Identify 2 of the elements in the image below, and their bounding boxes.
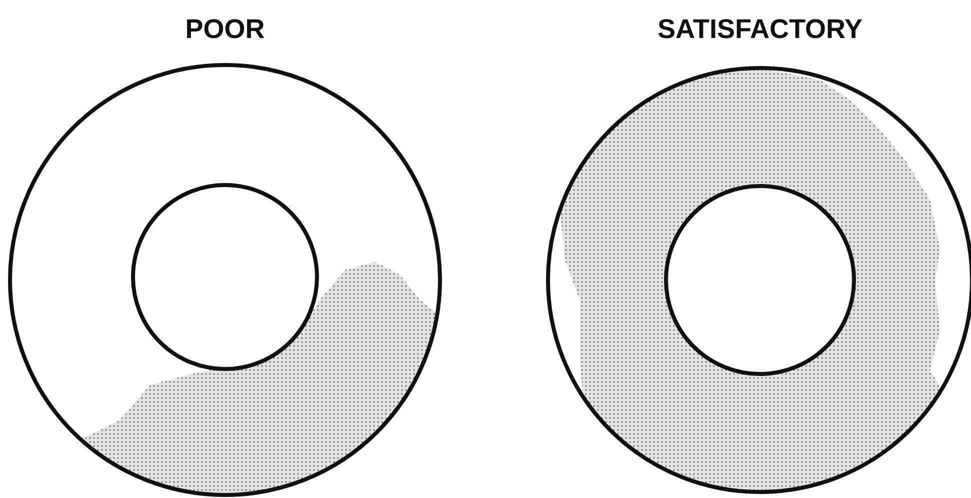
heading: SATISFACTORY	[657, 14, 863, 45]
heading: POOR	[185, 14, 265, 45]
